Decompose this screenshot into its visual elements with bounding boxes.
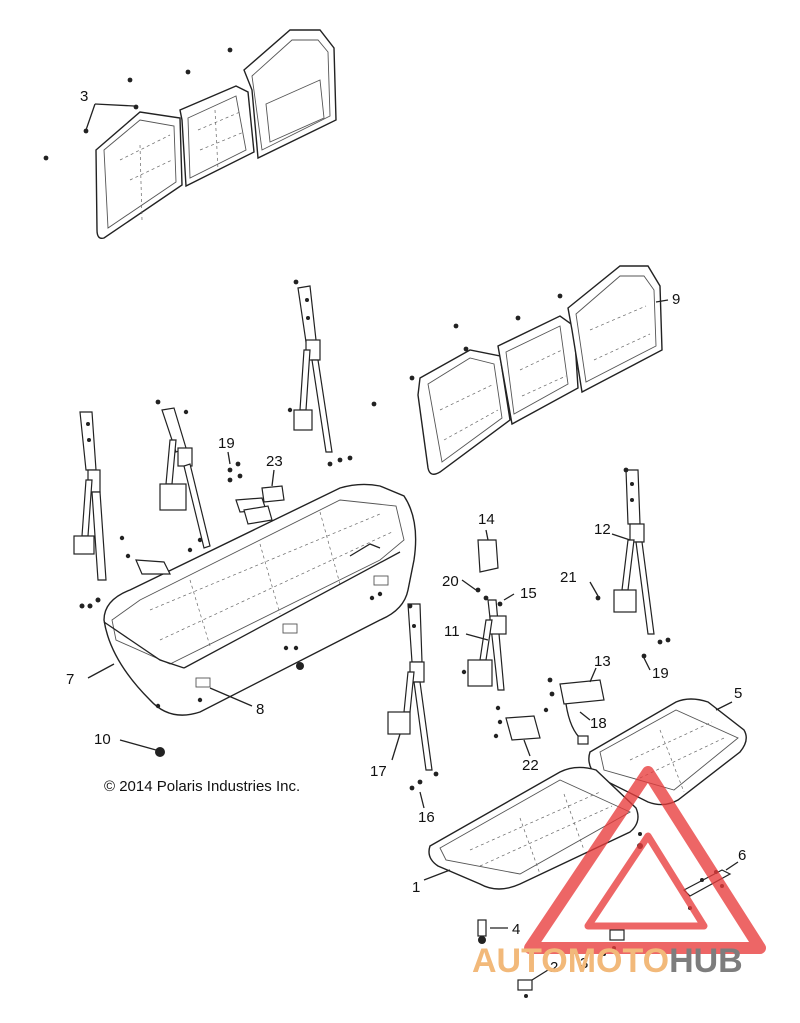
leader-19a xyxy=(227,451,231,465)
leader-15 xyxy=(503,593,515,601)
callout-3: 3 xyxy=(80,88,88,105)
leader-7 xyxy=(87,663,115,679)
belt-11 xyxy=(461,539,549,741)
callout-20: 20 xyxy=(442,573,459,590)
callout-6: 6 xyxy=(738,847,746,864)
callout-22: 22 xyxy=(522,757,539,774)
copyright-text: © 2014 Polaris Industries Inc. xyxy=(104,778,300,795)
belt-12 xyxy=(595,467,671,659)
leader-1 xyxy=(423,869,451,881)
callout-12: 12 xyxy=(594,521,611,538)
rear-bolts xyxy=(43,47,233,161)
watermark-triangle xyxy=(524,766,766,954)
leader-14 xyxy=(485,529,489,541)
seat-cushion-1 xyxy=(428,766,639,890)
leader-22 xyxy=(523,739,531,757)
callout-15: 15 xyxy=(520,585,537,602)
leader-9 xyxy=(655,299,669,303)
callout-21: 21 xyxy=(560,569,577,586)
leader-3a-1 xyxy=(94,103,135,107)
leader-21 xyxy=(589,581,599,597)
buckle-set-23 xyxy=(227,461,285,525)
watermark-text: AUTOMOTOHUB xyxy=(472,942,743,980)
nut-10 xyxy=(155,747,165,757)
callout-13: 13 xyxy=(594,653,611,670)
watermark-part2: HUB xyxy=(669,942,743,980)
callout-4: 4 xyxy=(512,921,520,938)
bracket-2 xyxy=(517,979,533,998)
callout-7: 7 xyxy=(66,671,74,688)
leader-11 xyxy=(465,633,489,641)
leader-17 xyxy=(391,733,401,761)
front-seat-back xyxy=(417,265,663,475)
callout-3-bottom: 3 xyxy=(580,955,588,972)
rear-base-hardware xyxy=(155,575,389,709)
leader-12 xyxy=(611,533,631,541)
callout-18: 18 xyxy=(590,715,607,732)
belt-left xyxy=(73,411,107,609)
callout-8: 8 xyxy=(256,701,264,718)
callout-11: 11 xyxy=(444,623,460,640)
callout-19: 19 xyxy=(218,435,235,452)
leader-8 xyxy=(209,687,253,707)
callout-1: 1 xyxy=(412,879,420,896)
callout-2: 2 xyxy=(550,959,558,976)
callout-19-right: 19 xyxy=(652,665,669,682)
leader-2 xyxy=(531,969,549,981)
leader-13 xyxy=(589,667,597,683)
leader-5 xyxy=(715,701,733,711)
leader-19b xyxy=(643,657,651,671)
callout-9: 9 xyxy=(672,291,680,308)
rear-seat-back xyxy=(95,29,337,240)
callout-17: 17 xyxy=(370,763,387,780)
leader-18 xyxy=(579,711,591,721)
leader-16 xyxy=(419,791,425,809)
callout-10: 10 xyxy=(94,731,111,748)
front-back-bolts xyxy=(371,293,563,407)
leader-3a-2 xyxy=(85,103,96,131)
callout-5: 5 xyxy=(734,685,742,702)
leader-6 xyxy=(725,861,739,871)
callout-23: 23 xyxy=(266,453,283,470)
rear-seat-base xyxy=(103,483,417,716)
belt-13 xyxy=(547,677,605,745)
bolt-4 xyxy=(477,919,487,944)
leader-20 xyxy=(461,579,477,591)
callout-14: 14 xyxy=(478,511,495,528)
leader-23 xyxy=(271,469,275,487)
belt-center-left xyxy=(119,399,211,575)
watermark-part1: AUTOMOTO xyxy=(472,942,669,980)
callout-16: 16 xyxy=(418,809,435,826)
belt-17 xyxy=(387,603,439,791)
leader-10 xyxy=(119,739,157,751)
belt-center xyxy=(287,279,353,467)
